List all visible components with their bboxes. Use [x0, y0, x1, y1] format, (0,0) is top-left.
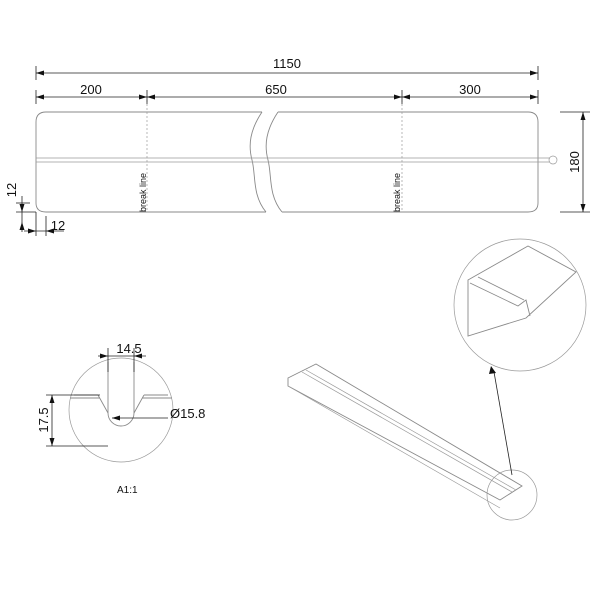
break-curve-1 — [249, 111, 267, 213]
isometric-view — [287, 363, 538, 521]
iso-detail-leader — [493, 371, 513, 476]
break-line-label-right: break line — [392, 173, 402, 212]
dimension-segment-right-label: 300 — [459, 82, 481, 97]
iso-hinge-line-1 — [301, 371, 513, 493]
iso-hinge-line-2 — [305, 369, 517, 491]
plate-outline-right — [278, 111, 539, 213]
magnified-detail — [453, 238, 587, 372]
magnified-circle — [453, 238, 587, 372]
iso-detail-circle — [486, 469, 538, 521]
magnified-plate — [467, 245, 577, 337]
detail-diameter-label: Ø15.8 — [170, 406, 205, 421]
detail-depth-label: 17.5 — [36, 407, 51, 432]
detail-circle — [68, 357, 174, 463]
dimension-corner-vertical-label: 12 — [4, 183, 19, 197]
channel-profile-outer — [107, 362, 135, 427]
elevation-view: break line break line — [35, 100, 558, 213]
break-curve-2 — [265, 111, 283, 213]
hinge-end-loop — [548, 155, 558, 165]
dimension-corner: 12 12 — [4, 183, 65, 236]
dimension-segment-left-label: 200 — [80, 82, 102, 97]
dimension-corner-horizontal-label: 12 — [51, 218, 65, 233]
iso-plate-outline — [287, 363, 523, 501]
detail-section: 14.5 17.5 Ø15.8 A1:1 — [36, 341, 205, 496]
dimension-overall-label: 1150 — [273, 56, 301, 71]
iso-plate-edge — [287, 385, 501, 509]
dimension-overall: 1150 — [35, 56, 539, 80]
dimension-segments: 200 650 300 — [35, 82, 539, 104]
detail-scale-label: A1:1 — [117, 485, 138, 496]
break-line-label-left: break line — [138, 173, 148, 212]
magnified-channel — [469, 276, 531, 317]
dimension-height-label: 180 — [567, 151, 582, 173]
dimension-height: 180 — [560, 111, 590, 213]
detail-width-label: 14.5 — [116, 341, 141, 356]
plate-outline-left — [35, 111, 266, 213]
dimension-segment-middle-label: 650 — [265, 82, 287, 97]
